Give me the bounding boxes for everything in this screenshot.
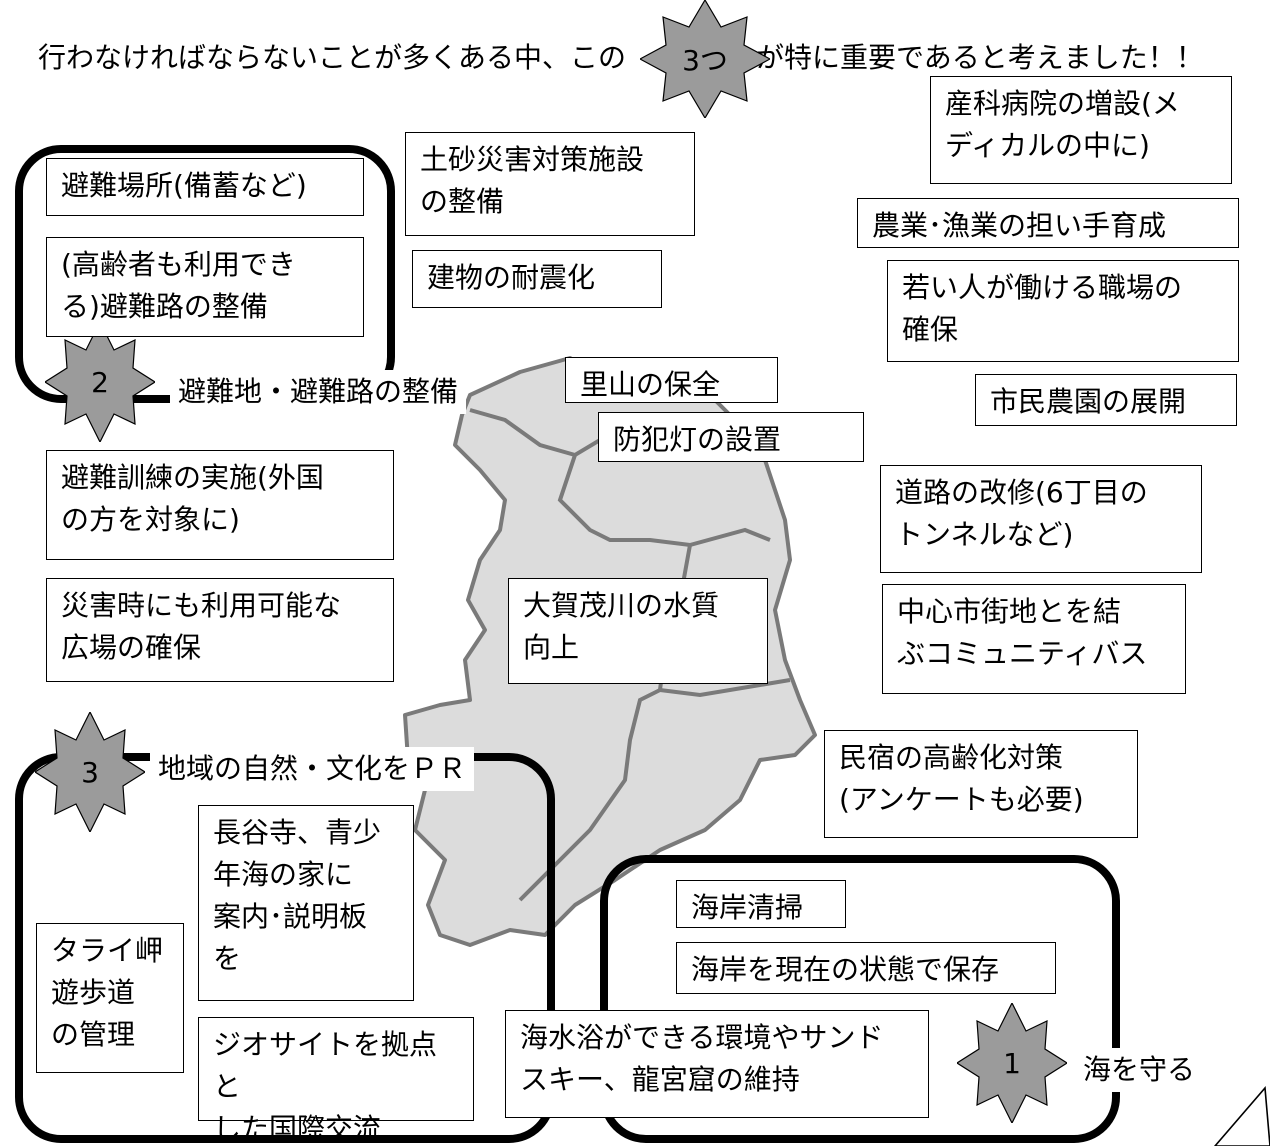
item-maternity-hospital: 産科病院の増設(メ ディカルの中に) [930,76,1232,184]
item-tarai-promenade: タライ岬 遊歩道 の管理 [36,923,184,1073]
group-3-star-badge: 3 [33,710,147,834]
item-community-bus: 中心市街地とを結 ぶコミュニティバス [882,584,1186,694]
item-jobs-for-young: 若い人が働ける職場の 確保 [887,260,1239,362]
item-evacuation-drill: 避難訓練の実施(外国 の方を対象に) [46,450,394,560]
item-beach-cleaning: 海岸清掃 [676,880,846,928]
item-evacuation-site: 避難場所(備蓄など) [46,158,364,216]
heading-text-before: 行わなければならないことが多くある中、この [38,41,627,74]
item-disaster-plaza: 災害時にも利用可能な 広場の確保 [46,578,394,682]
district-boundary [557,454,771,548]
item-minshuku-aging: 民宿の高齢化対策 (アンケートも必要) [824,730,1138,838]
item-sediment-disaster-facilities: 土砂災害対策施設 の整備 [405,132,695,236]
group-3-number: 3 [81,755,99,789]
group-1-frame [600,855,1120,1143]
heading-text-after: が特に重要であると考えました！！ [756,41,1204,74]
group-2-star-badge: 2 [43,320,157,444]
item-coast-preservation: 海岸を現在の状態で保存 [676,942,1056,994]
heading-badge-label: 3つ [682,44,728,77]
page-heading: 行わなければならないことが多くある中、この が特に重要であると考えました！！ [38,38,1204,78]
group-2-number: 2 [91,365,109,399]
item-earthquake-proofing: 建物の耐震化 [412,250,662,308]
heading-star-badge: 3つ [638,0,772,120]
group-2-title: 避難地・避難路の整備 [170,370,467,414]
group-1-number: 1 [1003,1046,1021,1080]
group-1-star-badge: 1 [955,1001,1069,1125]
item-beach-environment: 海水浴ができる環境やサンド スキー、龍宮窟の維持 [505,1010,929,1118]
page-corner-curl [1213,1086,1270,1146]
item-streetlights: 防犯灯の設置 [598,412,864,462]
item-allotment-gardens: 市民農園の展開 [975,374,1237,426]
item-evacuation-route: (高齢者も利用でき る)避難路の整備 [46,237,364,337]
district-boundary [518,688,661,902]
group-3-title: 地域の自然・文化をＰＲ [150,747,475,791]
item-farming-fishing-successors: 農業･漁業の担い手育成 [857,198,1239,248]
group-1-title: 海を守る [1075,1048,1204,1092]
item-river-water-quality: 大賀茂川の水質 向上 [508,578,768,684]
item-road-repair: 道路の改修(6丁目の トンネルなど) [880,465,1202,573]
item-geosite-exchange: ジオサイトを拠点と した国際交流 [198,1017,474,1145]
item-temple-signboards: 長谷寺、青少 年海の家に 案内･説明板 を [198,805,414,1001]
item-satoyama-conservation: 里山の保全 [565,357,778,403]
